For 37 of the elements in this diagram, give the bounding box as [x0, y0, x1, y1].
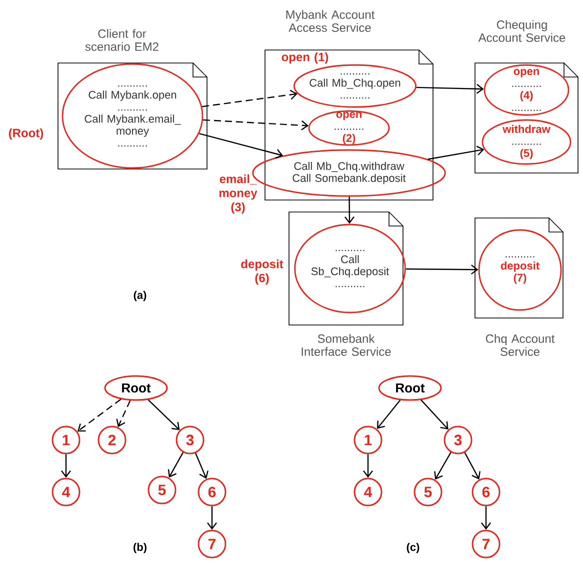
node-label: ..........	[118, 85, 147, 87]
service-title: Somebank Interface Service	[302, 334, 391, 356]
call-label: email_ money (3)	[219, 174, 258, 214]
service-title: Chq Account Service	[486, 334, 555, 356]
node-label: ..........	[118, 145, 147, 147]
arrow	[61, 454, 71, 478]
node-label: Call Mybank.open	[88, 90, 176, 101]
panel-label: (c)	[406, 542, 420, 554]
arrow	[406, 264, 478, 275]
arrow	[202, 119, 309, 130]
arrow	[416, 84, 484, 94]
call-label: open (1)	[282, 52, 328, 64]
arrow	[199, 132, 284, 159]
service-title: Mybank Account Access Service	[286, 10, 375, 32]
arrow	[428, 146, 484, 160]
node-label: Call Mybank.email_ money	[84, 114, 181, 137]
node-label: ..........	[118, 109, 147, 111]
arrow	[195, 452, 208, 479]
arrow	[207, 506, 217, 530]
service-title: Chequing Account Service	[478, 20, 566, 42]
arrow	[202, 90, 298, 108]
call-label: deposit (6)	[241, 259, 284, 285]
arrow	[376, 400, 401, 429]
panel-label: (b)	[134, 542, 146, 554]
arrow	[420, 400, 448, 430]
arrow	[344, 196, 354, 224]
arrow	[116, 400, 131, 428]
arrow	[481, 506, 491, 530]
panel-label: (a)	[134, 290, 146, 302]
arrow	[148, 399, 180, 430]
arrow	[464, 452, 480, 480]
call-label: (Root)	[8, 128, 44, 140]
arrow	[77, 398, 122, 432]
arrow	[168, 452, 184, 478]
service-title: Client for scenario EM2	[85, 29, 158, 51]
arrow	[434, 452, 452, 480]
arrow	[363, 454, 373, 478]
